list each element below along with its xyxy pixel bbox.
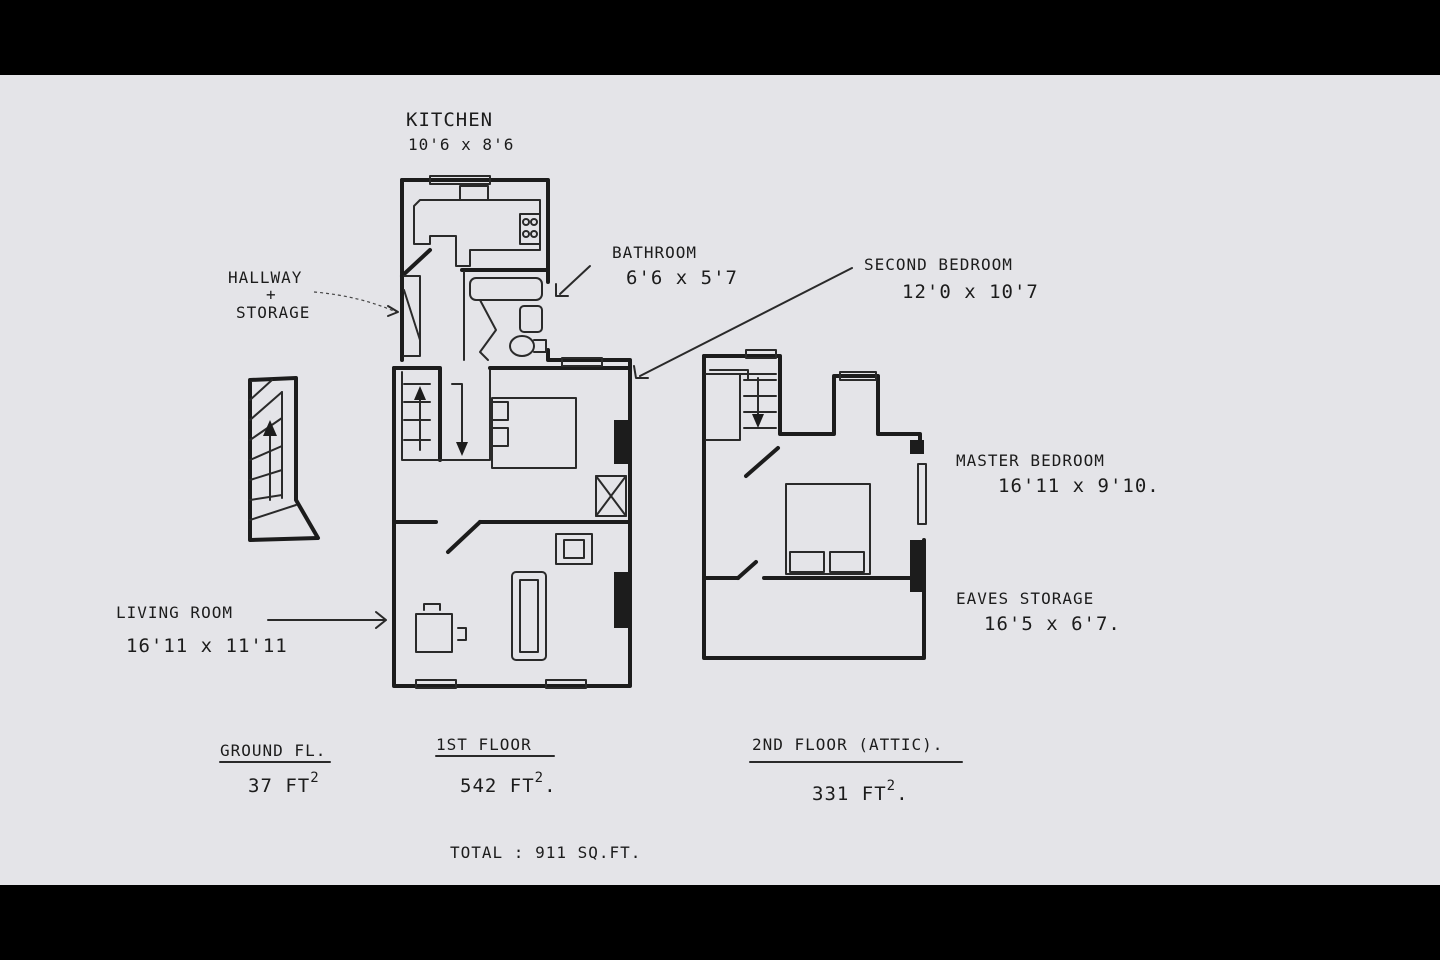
eaves-storage-label: EAVES STORAGE [956,589,1094,608]
master-bedroom-label: MASTER BEDROOM [956,451,1105,470]
hallway-label: HALLWAY [228,268,302,287]
master-bedroom-size: 16'11 x 9'10. [998,475,1160,497]
first-floor-area-suffix: . [544,775,556,797]
kitchen-label: KITCHEN [406,109,493,131]
storage-label: STORAGE [236,303,310,322]
first-floor-area-sup: 2 [535,770,544,786]
kitchen-size: 10'6 x 8'6 [408,135,514,154]
second-floor-area-value: 331 FT [812,783,887,805]
eaves-storage-size: 16'5 x 6'7. [984,613,1121,635]
living-room-size: 16'11 x 11'11 [126,635,288,657]
ground-floor-plan [248,376,320,542]
bathroom-label: BATHROOM [612,243,697,262]
bathroom-size: 6'6 x 5'7 [626,267,738,289]
paper-sheet [0,75,1440,885]
ground-floor-area: 37 FT2 [248,770,320,797]
first-floor-area: 542 FT2. [460,770,557,797]
second-bedroom-label: SECOND BEDROOM [864,255,1013,274]
first-floor-label: 1ST FLOOR [436,735,532,754]
annotation-arrows [267,265,853,629]
total-area: TOTAL : 911 SQ.FT. [450,843,641,862]
ground-floor-label: GROUND FL. [220,741,326,760]
second-bedroom-size: 12'0 x 10'7 [902,281,1039,303]
ground-floor-area-value: 37 FT [248,775,310,797]
second-floor-plan [702,349,927,660]
second-floor-label: 2ND FLOOR (ATTIC). [752,735,943,754]
second-floor-area-sup: 2 [887,778,896,794]
second-floor-area-suffix: . [896,783,908,805]
second-floor-area: 331 FT2. [812,778,909,805]
first-floor-plan [392,175,632,689]
hallway-plus: + [266,285,277,304]
first-floor-area-value: 542 FT [460,775,535,797]
ground-floor-area-sup: 2 [310,770,319,786]
living-room-label: LIVING ROOM [116,603,233,622]
